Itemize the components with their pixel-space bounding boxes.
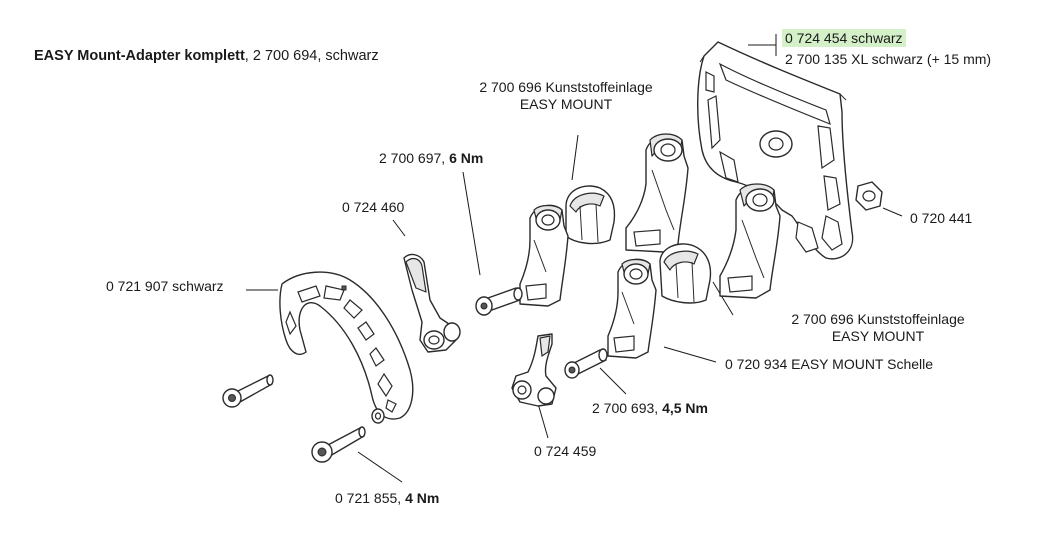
label-lever-top: 0 724 460 (342, 199, 405, 215)
label-screw-6nm-torque: 6 Nm (449, 150, 484, 166)
screw-6nm (475, 287, 523, 316)
leader-insert-top (571, 134, 579, 181)
plastic-insert-lower (659, 243, 712, 304)
label-insert-right: 2 700 696 Kunststoffeinlage EASY MOUNT (780, 311, 976, 345)
label-screw-4nm-torque: 4 Nm (405, 490, 440, 506)
quick-lever-bottom (511, 333, 557, 407)
label-plate-top-2: 2 700 135 XL schwarz (+ 15 mm) (785, 51, 992, 67)
assembly-title-rest: , 2 700 694, schwarz (244, 48, 379, 64)
label-plate-top-1: 0 724 454 schwarz (782, 29, 906, 47)
assembly-title-name: EASY Mount-Adapter komplett (34, 48, 245, 64)
leader-screw-4nm (357, 451, 403, 483)
clamp-body-lower (607, 258, 657, 359)
label-screw-4-5nm-number: 2 700 693, (592, 400, 659, 416)
label-screw-4nm-number: 0 721 855, (335, 490, 402, 506)
label-insert-top-2: EASY MOUNT (519, 96, 613, 112)
label-insert-top: 2 700 696 Kunststoffeinlage EASY MOUNT (468, 79, 664, 113)
label-insert-top-1: 2 700 696 Kunststoffeinlage (479, 79, 653, 95)
plastic-insert-upper (565, 185, 616, 245)
washer-left (371, 408, 385, 424)
label-screw-6nm: 2 700 697, 6 Nm (379, 150, 483, 167)
leader-insert-right (712, 281, 734, 316)
label-nut-right: 0 720 441 (910, 210, 973, 226)
leader-plate-top (748, 34, 777, 56)
highlighted-part-number: 0 724 454 schwarz (782, 29, 906, 47)
label-insert-right-2: EASY MOUNT (831, 328, 925, 344)
clamp-body-right (719, 183, 781, 299)
clamp-body-upper-right (625, 133, 689, 253)
label-lever-bottom: 0 724 459 (534, 443, 597, 459)
label-screw-4nm: 0 721 855, 4 Nm (335, 490, 439, 507)
long-bolt-left (222, 374, 274, 408)
quick-lever-top (403, 253, 461, 353)
leader-clamp-right (663, 346, 717, 363)
label-plate-left: 0 721 907 schwarz (106, 278, 224, 294)
assembly-title: EASY Mount-Adapter komplett, 2 700 694, … (34, 48, 379, 65)
clamp-body-middle (519, 204, 569, 307)
leader-screw-45nm (599, 367, 627, 395)
label-screw-6nm-number: 2 700 697, (379, 150, 446, 166)
label-screw-4-5nm-torque: 4,5 Nm (662, 400, 708, 416)
leader-lever-top (392, 219, 406, 237)
leader-nut-right (882, 207, 903, 217)
screw-4-5nm (564, 348, 608, 379)
long-bolt-4nm (311, 426, 366, 463)
adapter-plate-left (279, 271, 414, 420)
leader-screw-6nm (462, 171, 481, 276)
label-screw-4-5nm: 2 700 693, 4,5 Nm (592, 400, 708, 417)
label-insert-right-1: 2 700 696 Kunststoffeinlage (791, 311, 965, 327)
nut-right (855, 181, 883, 211)
adapter-plate-right (697, 41, 854, 260)
label-clamp-right: 0 720 934 EASY MOUNT Schelle (725, 356, 934, 372)
